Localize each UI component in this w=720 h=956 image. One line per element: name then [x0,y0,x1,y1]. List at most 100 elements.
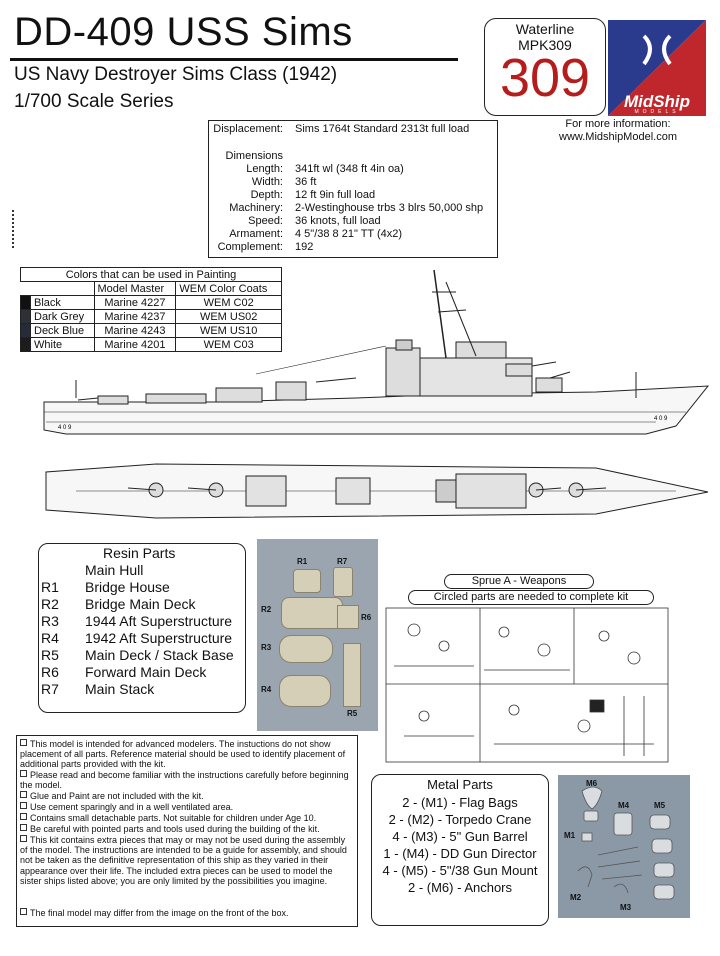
bullet-icon [20,739,27,746]
part-code: R1 [41,579,59,595]
photo-label: R4 [261,685,272,694]
bullet-icon [20,908,27,915]
column-header: Model Master [93,281,177,296]
spec-row: Depth:12 ft 9in full load [209,189,497,202]
kit-code: MPK309 [518,37,572,53]
subtitle: US Navy Destroyer Sims Class (1942) [14,64,338,85]
logo-graphic [608,20,706,116]
resin-parts-photo: R1 R7 R2 R6 R3 R4 R5 [257,539,378,731]
list-item: 4 - (M3) - 5" Gun Barrel [392,829,528,844]
wem-code: WEM US10 [175,323,282,338]
model-master-code: Marine 4227 [93,295,177,310]
metal-parts-photo: M6 M4 M5 M1 M2 M3 [558,775,690,918]
specifications-box: Displacement:Sims 1764t Standard 2313t f… [208,120,498,258]
list-item: 2 - (M2) - Torpedo Crane [388,812,532,827]
spec-label: Complement: [217,241,283,253]
table-row: Deck Blue Marine 4243 WEM US10 [20,323,282,338]
photo-label: R2 [261,605,272,614]
resin-part [293,569,321,593]
list-item: 2 - (M1) - Flag Bags [402,795,518,810]
part-code: R6 [41,664,59,680]
part-name: Main Deck / Stack Base [85,647,234,663]
part-code: R4 [41,630,59,646]
paint-colors-table: Colors that can be used in Painting Mode… [20,267,282,352]
photo-label: M2 [570,893,582,902]
metal-parts-box: Metal Parts 2 - (M1) - Flag Bags 2 - (M2… [371,774,549,926]
part-name: Main Stack [85,681,155,697]
photo-label: M5 [654,801,666,810]
note-text: This model is intended for advanced mode… [20,739,346,770]
page-title: DD-409 USS Sims [14,10,353,54]
hull-number-bow: 4 0 9 [654,416,668,422]
bullet-icon [20,813,27,820]
spec-value: 36 ft [295,176,317,188]
color-swatch [20,295,31,310]
spec-value: 4 5"/38 8 21" TT (4x2) [295,228,403,240]
bullet-icon [20,824,27,831]
list-item: Contains small detachable parts. Not sui… [20,813,354,823]
note-text: Please read and become familiar with the… [20,770,349,791]
ship-profile-drawing: 4 0 9 4 0 9 [43,269,710,435]
part-code: R5 [41,647,59,663]
spec-row: Length: 341ft wl (348 ft 4in oa) [209,163,497,176]
website-link[interactable]: www.MidshipModel.com [559,131,677,143]
spec-label: Speed: [248,215,283,227]
list-item: 2 - (M6) - Anchors [407,880,513,895]
part-name: Forward Main Deck [85,664,207,680]
color-swatch [20,309,31,324]
spec-value: 192 [295,241,314,253]
resin-part [333,567,353,597]
logo-subtext: MODELS [634,109,680,115]
spec-label: Length: [246,163,283,175]
kit-type: Waterline [515,21,575,37]
ship-plan-drawing [45,463,709,519]
spec-row: Displacement:Sims 1764t Standard 2313t f… [209,123,497,136]
list-item: This model is intended for advanced mode… [20,739,354,770]
sprue-a-weapons: Sprue A - Weapons Circled parts are need… [384,572,670,768]
wem-code: WEM US02 [175,309,282,324]
spec-row: Machinery:2-Westinghouse trbs 3 blrs 50,… [209,202,497,215]
list-item: 4 - (M5) - 5"/38 Gun Mount [382,863,538,878]
part-name: Main Hull [85,562,144,578]
series-label: 1/700 Scale Series [14,91,174,112]
table-row: White Marine 4201 WEM C03 [20,337,282,352]
part-name: 1944 Aft Superstructure [85,613,233,629]
spec-row: Armament:4 5"/38 8 21" TT (4x2) [209,228,497,241]
metal-title: Metal Parts [427,777,493,792]
spec-value: 341ft wl (348 ft 4in oa) [295,163,404,175]
sprue-drawing [385,607,669,763]
bullet-icon [20,770,27,777]
note-text: Be careful with pointed parts and tools … [30,824,320,834]
spec-label: Width: [251,176,283,188]
table-row: Dark Grey Marine 4237 WEM US02 [20,309,282,324]
part-code: R3 [41,613,59,629]
color-name: Dark Grey [30,309,95,324]
spec-value: 12 ft 9in full load [295,189,376,201]
photo-label: R3 [261,643,272,652]
spec-label: Dimensions [225,150,283,162]
bullet-icon [20,802,27,809]
part-code: R7 [41,681,59,697]
photo-label: R1 [297,557,308,566]
table-row: Black Marine 4227 WEM C02 [20,295,282,310]
hull-number-stern: 4 0 9 [58,425,72,431]
resin-part [281,597,343,629]
sprue-title: Sprue A - Weapons [444,574,594,589]
bullet-icon [20,835,27,842]
spec-label: Displacement: [213,123,283,135]
instructions-notes: This model is intended for advanced mode… [16,735,358,927]
wem-code: WEM C03 [175,337,282,352]
model-master-code: Marine 4201 [93,337,177,352]
list-item: Be careful with pointed parts and tools … [20,824,354,834]
spec-row: Dimensions [209,150,497,163]
part-name: Bridge Main Deck [85,596,196,612]
spec-row: Width: 36 ft [209,176,497,189]
metal-parts-graphic [577,786,675,900]
photo-label: M1 [564,831,576,840]
photo-label: M3 [620,903,632,912]
part-code: R2 [41,596,59,612]
note-text: Use cement sparingly and in a well venti… [30,802,234,812]
color-swatch [20,337,31,352]
list-item: Please read and become familiar with the… [20,770,354,790]
